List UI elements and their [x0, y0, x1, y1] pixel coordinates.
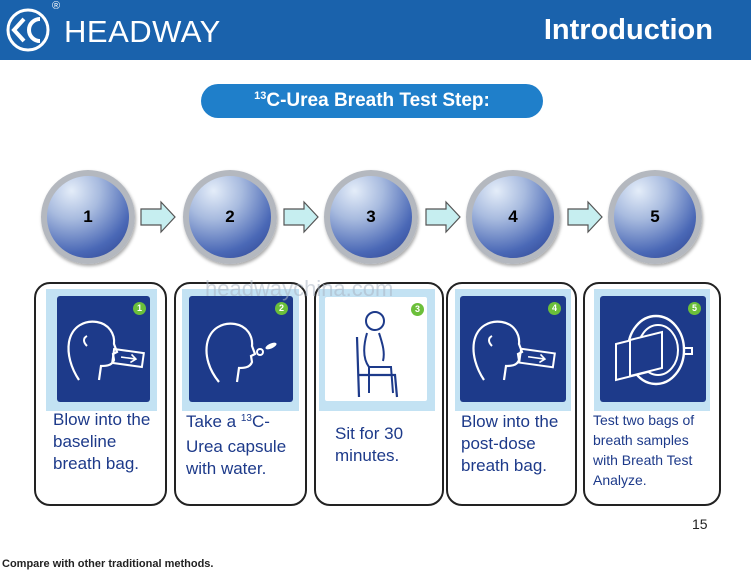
caption-line: Test two bags of [593, 412, 695, 428]
caption-text: C- [251, 412, 270, 431]
seated-person-icon [355, 311, 399, 398]
caption-line: Blow into the [461, 412, 559, 431]
caption-line: Sit for 30 [335, 424, 404, 443]
breath-into-bag-icon [472, 320, 556, 381]
step-image-1: 1 [57, 296, 150, 402]
caption-line: baseline [53, 432, 117, 451]
caption-text: Take a [186, 412, 241, 431]
caption-line: minutes. [335, 446, 400, 465]
step-caption-3: Sit for 30 minutes. [335, 423, 403, 467]
step-badge: 1 [133, 302, 146, 315]
step-badge: 2 [275, 302, 288, 315]
page-title: Introduction [543, 14, 713, 46]
step-image-5: 5 [600, 296, 706, 402]
right-arrow-icon [283, 200, 319, 234]
step-number: 4 [508, 207, 518, 226]
step-caption-1: Blow into the baseline breath bag. [53, 409, 150, 475]
step-image-2: 2 [189, 296, 293, 402]
caption-line: with Breath Test [593, 452, 693, 468]
step-number: 1 [83, 207, 93, 226]
step-caption-2: Take a 13C- Urea capsule with water. [186, 411, 286, 480]
step-badge: 3 [411, 303, 424, 316]
slide: ® HEADWAY Introduction 13C-Urea Breath T… [0, 0, 751, 532]
caption-line: Take a 13C- [186, 411, 286, 436]
section-pill: 13C-Urea Breath Test Step: [201, 84, 543, 118]
caption-line: breath samples [593, 432, 689, 448]
right-arrow-icon [140, 200, 176, 234]
watermark: headwaychina.com [205, 276, 394, 301]
pill-superscript: 13 [254, 90, 267, 102]
caption-line: with water. [186, 459, 267, 478]
step-circle-5: 5 [608, 170, 702, 264]
caption-line: Analyze. [593, 472, 647, 488]
caption-line: post-dose [461, 434, 536, 453]
step-circle-4: 4 [466, 170, 560, 264]
step-image-4: 4 [460, 296, 566, 402]
step-number: 5 [650, 207, 660, 226]
caption-line: breath bag. [461, 456, 548, 475]
step-number: 2 [225, 207, 235, 226]
step-caption-4: Blow into the post-dose breath bag. [461, 411, 558, 477]
caption-line: Urea capsule [186, 437, 287, 456]
step-badge: 4 [548, 302, 561, 315]
analyzer-icon [615, 314, 693, 386]
header-bar: ® HEADWAY Introduction [0, 0, 751, 60]
caption-superscript: 13 [240, 413, 252, 424]
ec-logo-icon [6, 8, 50, 52]
step-number: 3 [366, 207, 376, 226]
right-arrow-icon [567, 200, 603, 234]
step-caption-5: Test two bags of breath samples with Bre… [593, 410, 694, 490]
swallow-capsule-icon [205, 322, 277, 383]
step-circle-1: 1 [41, 170, 135, 264]
step-badge: 5 [688, 302, 701, 315]
image-caption: Compare with other traditional methods. [2, 558, 214, 570]
slide-number: 15 [692, 516, 708, 532]
step-circle-3: 3 [324, 170, 418, 264]
right-arrow-icon [425, 200, 461, 234]
registered-mark: ® [52, 0, 61, 12]
caption-line: breath bag. [53, 454, 140, 473]
pill-text: C-Urea Breath Test Step: [266, 90, 490, 111]
step-circle-2: 2 [183, 170, 277, 264]
caption-line: Blow into the [53, 410, 151, 429]
brand-name: HEADWAY [64, 14, 221, 49]
step-image-3: 3 [324, 296, 428, 402]
breath-into-bag-icon [67, 320, 145, 381]
